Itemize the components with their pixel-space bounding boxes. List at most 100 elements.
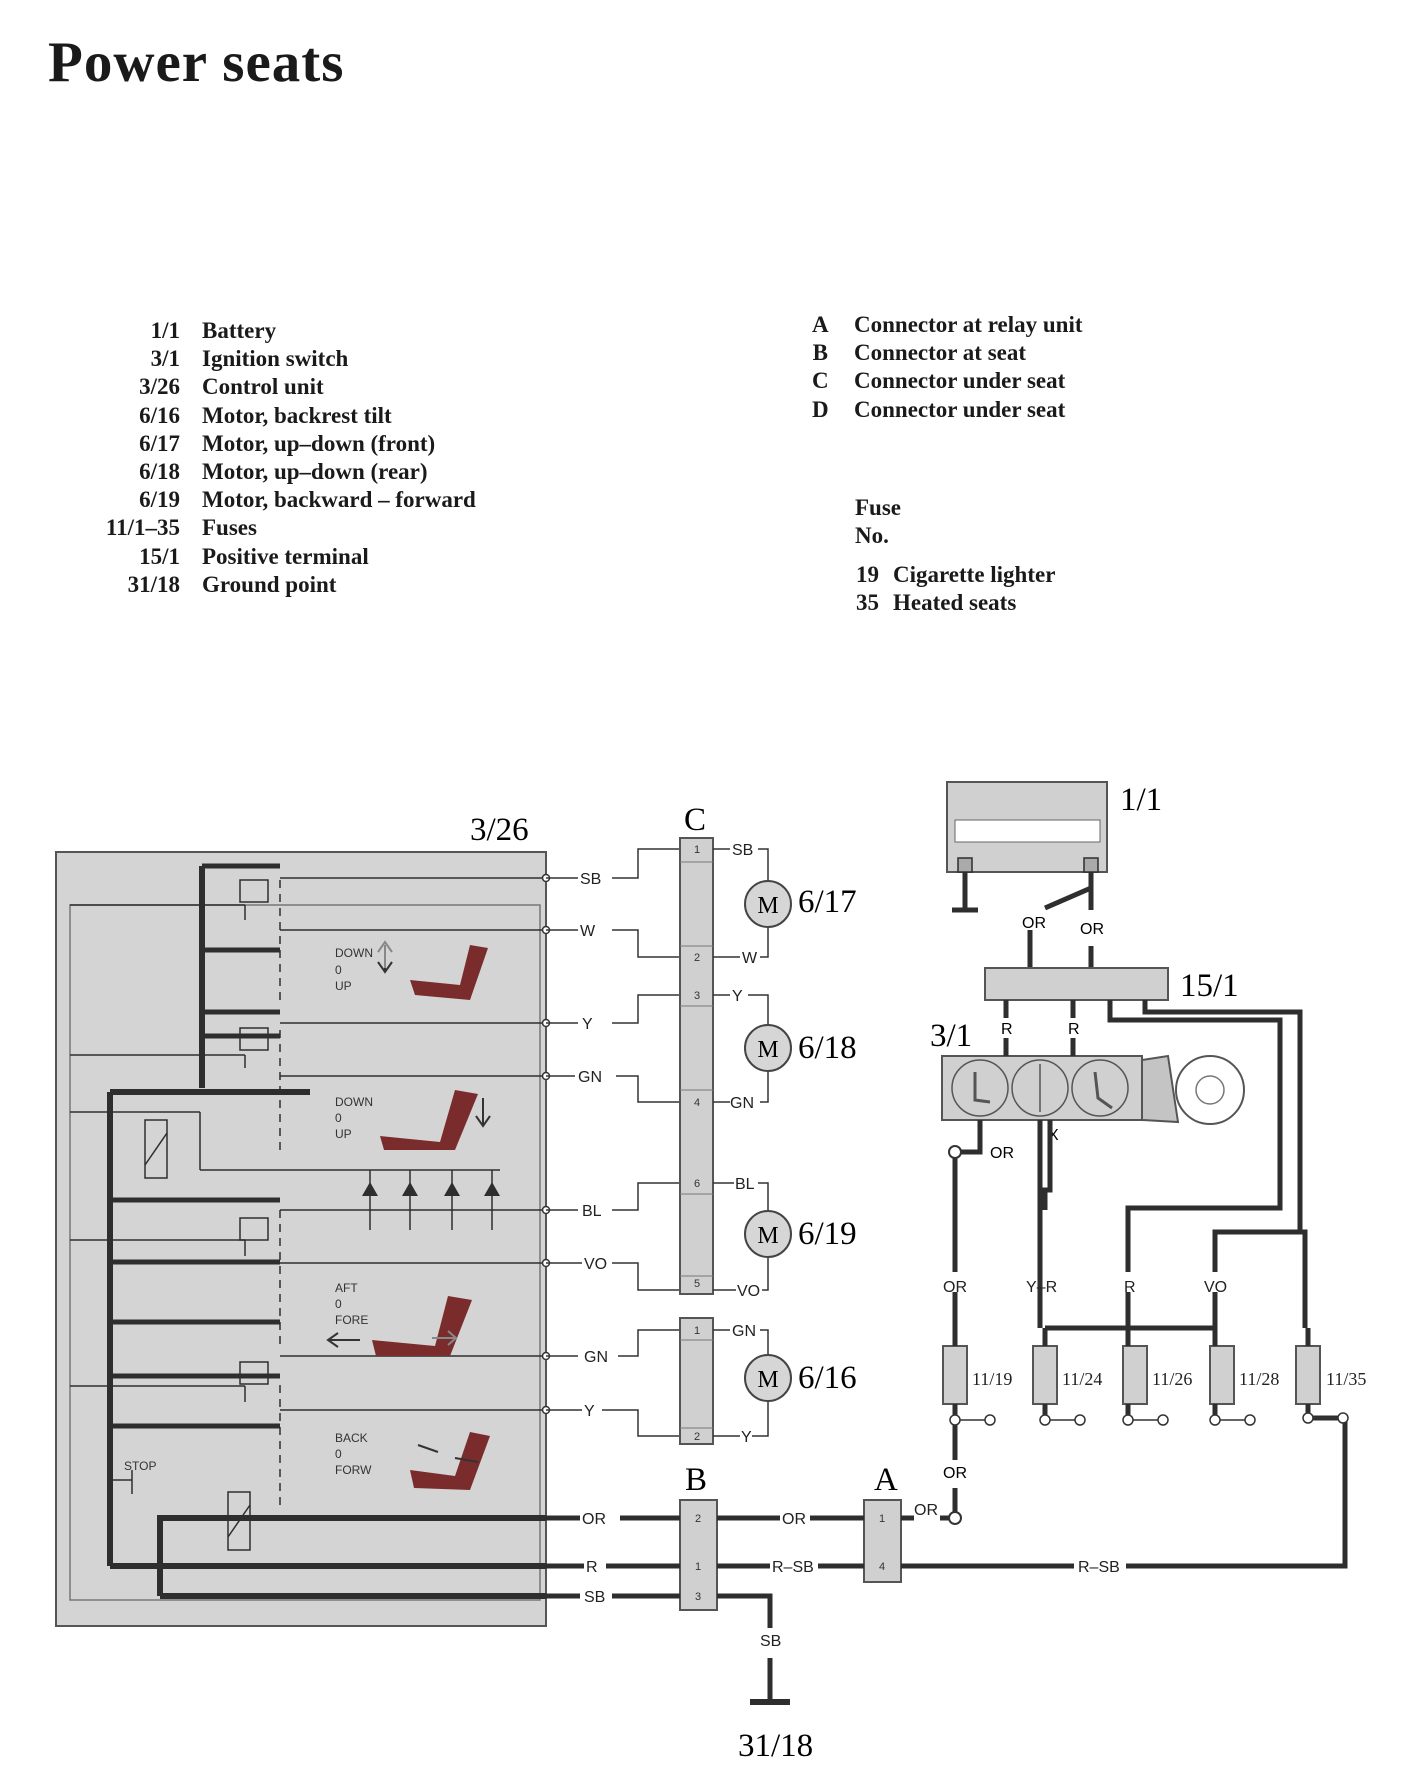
fuse-11-28-body <box>1209 1345 1235 1405</box>
motor-6-17: M 6/17 <box>744 880 857 928</box>
motor-6-19: M 6/19 <box>744 1210 857 1258</box>
d-pin-1: 1 <box>694 1325 700 1337</box>
b-pin-3: 3 <box>695 1591 701 1603</box>
c-wire-bl: BL <box>735 1176 755 1193</box>
fuse-header-line1: Fuse <box>855 495 901 520</box>
connector-b <box>679 1499 718 1611</box>
motor-6-17-symbol: M <box>757 893 778 919</box>
fuse-feed-vo: VO <box>1204 1279 1227 1296</box>
b-wire-rsb-out: R–SB <box>772 1559 814 1576</box>
a-pin-4: 4 <box>879 1561 885 1573</box>
ignition-dial <box>1175 1055 1245 1125</box>
legend-left-desc: Control unit <box>202 374 324 400</box>
connector-c <box>679 837 714 1295</box>
fuse-feed-yr: Y–R <box>1026 1279 1057 1296</box>
motor-6-16-label: 6/16 <box>798 1360 857 1396</box>
fuse-11-35-label: 11/35 <box>1326 1369 1366 1389</box>
legend-right-code: B <box>812 340 828 366</box>
fuse-11-26-body <box>1122 1345 1148 1405</box>
rear-switch-off: 0 <box>335 1111 342 1125</box>
c-pin-2: 2 <box>694 952 700 964</box>
legend-left-code: 11/1–35 <box>105 515 180 541</box>
ignition-output-or: OR <box>990 1145 1014 1162</box>
c-pin-1: 1 <box>694 844 700 856</box>
battery-wire-or-2: OR <box>1080 921 1104 938</box>
positive-terminal-label: 15/1 <box>1180 968 1239 1004</box>
legend-left-code: 6/19 <box>139 487 180 513</box>
legend-left-item: 6/19 Motor, backward – forward <box>98 487 578 515</box>
a-pin-1: 1 <box>879 1513 885 1525</box>
motor-6-16: M 6/16 <box>744 1354 857 1402</box>
fuse-feed-or: OR <box>943 1279 967 1296</box>
battery-wires <box>1027 888 1094 968</box>
connector-d <box>679 1317 714 1445</box>
direction-arrows <box>326 940 491 1463</box>
bottom-wire-labels: OR R SB OR R–SB SB OR R–SB <box>582 1502 1120 1650</box>
ignition-key-body <box>1141 1054 1180 1124</box>
legend-left-desc: Positive terminal <box>202 543 369 569</box>
legend-left-desc: Ignition switch <box>202 346 349 372</box>
motor-6-19-symbol: M <box>757 1223 778 1249</box>
motor-6-18: M 6/18 <box>744 1024 857 1072</box>
backrest-switch-forw: FORW <box>335 1463 372 1477</box>
ignition-output-node <box>948 1145 962 1159</box>
legend-left-code: 6/17 <box>139 430 180 456</box>
fuse-11-28-label: 11/28 <box>1239 1369 1279 1389</box>
ignition-contacts <box>951 1059 1129 1117</box>
legend-right-item: C Connector under seat <box>812 368 1212 396</box>
c-wire-vo: VO <box>737 1283 760 1300</box>
bottom-harness <box>546 1415 1348 1700</box>
legend-right-desc: Connector at seat <box>854 340 1027 366</box>
output-wires <box>546 848 680 1437</box>
fuse-11-19-label: 11/19 <box>972 1369 1012 1389</box>
front-switch-down: DOWN <box>335 946 373 960</box>
connector-a-or-node <box>948 1511 962 1525</box>
foreaft-switch-aft: AFT <box>335 1281 358 1295</box>
connector-a-label: A <box>874 1462 898 1498</box>
control-unit-inner-frame <box>69 904 541 1601</box>
motor-6-18-symbol: M <box>757 1037 778 1063</box>
fuse-header: Fuse No. <box>855 495 901 549</box>
legend-left-desc: Motor, backward – forward <box>202 487 476 513</box>
ignition-dial-hub <box>1195 1075 1225 1105</box>
fuse-11-24-body <box>1032 1345 1058 1405</box>
motor-wires <box>713 848 769 1437</box>
legend-right-code: D <box>812 396 829 422</box>
b-wire-or-in: OR <box>582 1511 606 1528</box>
legend-left-desc: Fuses <box>202 515 257 541</box>
fuse-output-terminals <box>949 1412 1349 1426</box>
fuse-labels: 11/19 11/24 11/26 11/28 11/35 <box>972 1369 1366 1389</box>
motor-6-16-symbol: M <box>757 1367 778 1393</box>
fuse-11-35-body <box>1295 1345 1321 1405</box>
front-switch-up: UP <box>335 979 352 993</box>
b-wire-sb-in: SB <box>584 1589 605 1606</box>
rear-switch-down: DOWN <box>335 1095 373 1109</box>
connector-a <box>863 1499 902 1583</box>
legend-left-desc: Motor, up–down (rear) <box>202 459 428 484</box>
b-wire-r-in: R <box>586 1559 598 1576</box>
legend-right-desc: Connector under seat <box>854 368 1066 394</box>
switch-labels: DOWN 0 UP DOWN 0 UP AFT 0 FORE BACK 0 FO… <box>124 946 373 1477</box>
a-wire-or-out: OR <box>914 1502 938 1519</box>
wire-label-y: Y <box>582 1016 593 1033</box>
motor-6-17-label: 6/17 <box>798 884 857 920</box>
fuse-11-24-label: 11/24 <box>1062 1369 1102 1389</box>
b-wire-or-out: OR <box>782 1511 806 1528</box>
c-pin-6: 6 <box>694 1178 700 1190</box>
control-unit-internal-wiring <box>70 863 546 1599</box>
legend-right-code: C <box>812 368 829 394</box>
foreaft-switch-fore: FORE <box>335 1313 368 1327</box>
connector-c-label: C <box>684 802 706 838</box>
legend-left-code: 31/18 <box>127 571 180 597</box>
wire-label-bl: BL <box>582 1203 602 1220</box>
